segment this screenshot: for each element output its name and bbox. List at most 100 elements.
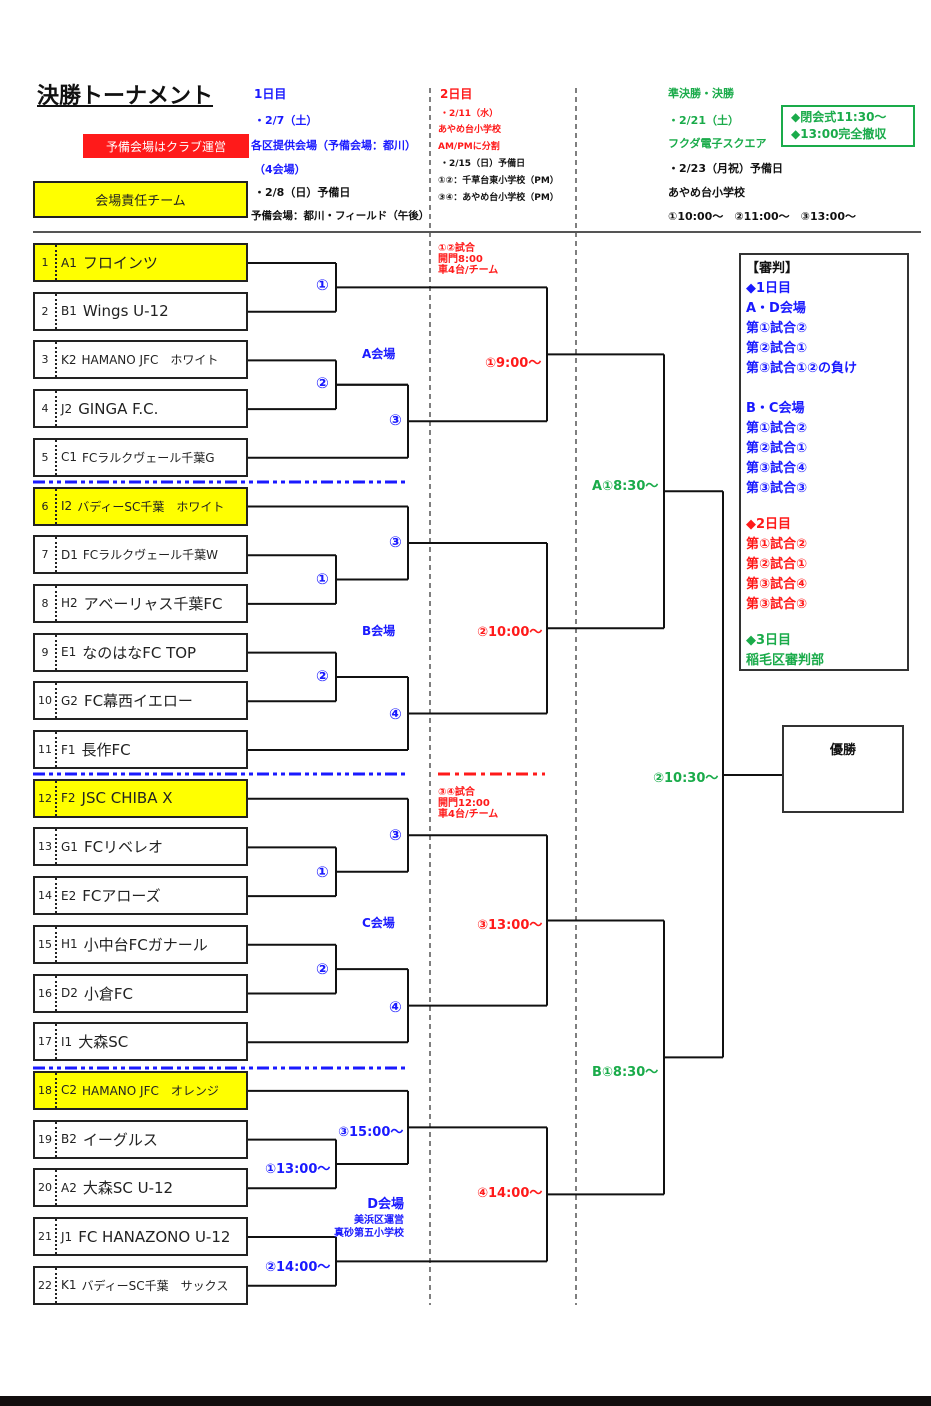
note-12-cars: 車4台/チーム xyxy=(438,265,499,276)
team-seed: 21 xyxy=(35,1219,57,1254)
team-name: 小倉FC xyxy=(83,984,133,1003)
team-seed: 22 xyxy=(35,1267,57,1303)
header-divider xyxy=(33,231,921,233)
referee-ad-label: A・D会場 xyxy=(746,301,806,316)
day3-venue: フクダ電子スクエア xyxy=(668,137,767,150)
day2-split: AM/PMに分割 xyxy=(438,142,500,152)
venue-d-operator: 美浜区運営 xyxy=(354,1215,404,1226)
team-row: 21 J1 FC HANAZONO U-12 xyxy=(33,1217,248,1256)
team-seed: 4 xyxy=(35,391,57,427)
team-name: 長作FC xyxy=(81,741,131,759)
day1-date: ・2/7（土） xyxy=(254,114,318,127)
footer-bar xyxy=(0,1396,931,1406)
day1-venue-count: （4会場） xyxy=(254,163,306,176)
team-seed: 8 xyxy=(35,585,57,621)
team-name: なのはなFC TOP xyxy=(82,643,197,662)
match-b4: ④ xyxy=(389,705,402,723)
team-code: C2 xyxy=(61,1083,78,1098)
venue-a-label: A会場 xyxy=(362,347,396,361)
team-name: FC HANAZONO U-12 xyxy=(78,1227,231,1246)
referee-bc-line: 第③試合④ xyxy=(746,461,808,476)
closing-ceremony-time: ◆閉会式11:30〜 xyxy=(791,110,887,124)
team-name: バディーSC千葉 サックス xyxy=(81,1278,229,1293)
closing-ceremony-box: ◆閉会式11:30〜 ◆13:00完全撤収 xyxy=(781,105,915,147)
referee-box: 【審判】 ◆1日目 A・D会場 第①試合② 第②試合① 第③試合①②の負け B・… xyxy=(739,253,909,671)
team-row: 1 A1 フロインツ xyxy=(33,243,248,282)
referee-ad-line: 第①試合② xyxy=(746,321,808,336)
team-name: JSC CHIBA X xyxy=(81,789,173,808)
page-title: 決勝トーナメント xyxy=(37,84,214,109)
round2-note-34: ③④試合 開門12:00 車4台/チーム xyxy=(438,787,498,820)
semifinal-a-time: A①8:30〜 xyxy=(592,479,659,494)
team-code: K2 xyxy=(61,352,77,367)
match-c4: ④ xyxy=(389,998,402,1016)
round2-match-2: ②10:00〜 xyxy=(477,625,543,640)
venue-b-label: B会場 xyxy=(362,624,396,638)
team-code: A1 xyxy=(61,255,77,270)
team-seed: 11 xyxy=(35,732,57,767)
referee-day1: ◆1日目 xyxy=(746,281,792,296)
day2-reserve-date: ・2/15（日）予備日 xyxy=(440,159,526,169)
team-row: 9 E1 なのはなFC TOP xyxy=(33,632,248,672)
team-name: バディーSC千葉 ホワイト xyxy=(77,499,225,514)
team-code: J1 xyxy=(61,1229,73,1244)
team-seed: 19 xyxy=(35,1121,57,1157)
day2-reserve-34: ③④：あやめ台小学校（PM） xyxy=(438,193,559,203)
semifinal-b-time: B①8:30〜 xyxy=(592,1065,659,1080)
team-name: フロインツ xyxy=(82,254,158,272)
match-d1: ①13:00〜 xyxy=(265,1162,331,1177)
venue-d-label: D会場 xyxy=(367,1197,404,1212)
referee-day2-line: 第②試合① xyxy=(746,557,808,572)
team-name: 小中台FCガナール xyxy=(83,935,208,954)
team-code: B1 xyxy=(61,304,77,319)
final-time: ②10:30〜 xyxy=(653,771,719,786)
day1-venue: 各区提供会場（予備会場：都川） xyxy=(251,139,416,152)
day1-reserve-date: ・2/8（日）予備日 xyxy=(254,186,351,199)
team-code: F1 xyxy=(61,742,76,757)
round2-note-12: ①②試合 開門8:00 車4台/チーム xyxy=(438,243,498,276)
match-c2: ② xyxy=(316,960,329,978)
team-seed: 6 xyxy=(35,488,57,524)
day3-date: ・2/21（土） xyxy=(668,114,739,127)
team-name: FCリベレオ xyxy=(83,838,164,857)
note-12-gate: 開門8:00 xyxy=(438,254,483,265)
team-name: 大森SC xyxy=(78,1033,129,1052)
team-seed: 1 xyxy=(35,245,57,280)
venue-c-label: C会場 xyxy=(362,916,395,930)
team-code: E1 xyxy=(61,645,77,660)
match-d2: ②14:00〜 xyxy=(265,1260,331,1275)
team-code: J2 xyxy=(61,401,73,416)
team-seed: 9 xyxy=(35,634,57,670)
day3-heading: 準決勝・決勝 xyxy=(668,87,734,100)
referee-heading: 【審判】 xyxy=(746,261,799,276)
referee-day3-line: 稲毛区審判部 xyxy=(746,653,825,668)
champion-box: 優勝 xyxy=(782,725,904,813)
round2-match-3: ③13:00〜 xyxy=(477,918,543,933)
day3-reserve-date: ・2/23（月祝）予備日 xyxy=(668,162,783,175)
team-seed: 12 xyxy=(35,780,57,816)
team-code: C1 xyxy=(61,450,78,465)
team-seed: 7 xyxy=(35,537,57,573)
match-c1: ① xyxy=(316,863,329,881)
referee-bc-line: 第①試合② xyxy=(746,421,808,436)
team-name: アベーリャス千葉FC xyxy=(83,594,223,613)
match-d3: ③15:00〜 xyxy=(338,1125,404,1140)
team-code: B2 xyxy=(61,1132,77,1147)
team-name: FC幕西イエロー xyxy=(83,692,193,711)
team-name: HAMANO JFC ホワイト xyxy=(81,353,219,368)
team-seed: 13 xyxy=(35,829,57,865)
spacer xyxy=(746,499,907,515)
